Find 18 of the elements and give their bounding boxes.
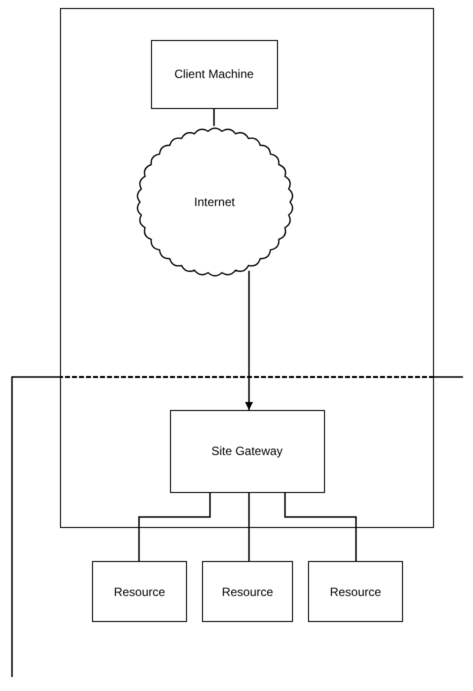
connector-line: [213, 109, 215, 126]
connector-line: [138, 493, 211, 561]
node-label: Resource: [222, 584, 274, 598]
process-box: [202, 561, 293, 622]
node-label: Site Gateway: [211, 444, 283, 458]
node-label: Resource: [330, 584, 382, 598]
node-label: Client Machine: [174, 67, 254, 81]
arrow: [245, 270, 253, 410]
cloud-shape: [134, 126, 294, 278]
process-box: [92, 561, 187, 622]
connector-line: [284, 493, 357, 561]
node-label: Internet: [194, 194, 235, 208]
process-box: [308, 561, 403, 622]
connector-line: [248, 493, 250, 561]
boundary-box: [60, 8, 434, 528]
process-box: [150, 40, 278, 108]
node-label: Resource: [114, 584, 166, 598]
process-box: [170, 410, 324, 492]
